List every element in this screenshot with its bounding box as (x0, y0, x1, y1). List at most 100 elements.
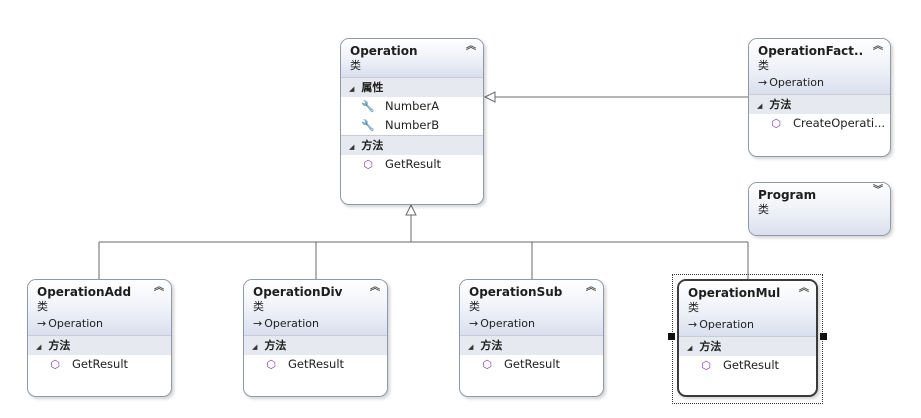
member-row[interactable]: ⬡ CreateOperati... (749, 114, 890, 133)
expand-triangle-icon[interactable]: ◢ (687, 344, 693, 352)
generalization-arrowhead (483, 91, 496, 103)
inherits-arrow-icon: → (688, 318, 698, 331)
member-name: GetResult (504, 357, 561, 371)
class-title: OperationMul (688, 286, 781, 300)
member-name: GetResult (288, 357, 345, 371)
base-class-name: Operation (480, 317, 535, 330)
base-class-name: Operation (264, 317, 319, 330)
method-cube-icon: ⬡ (363, 158, 373, 171)
collapse-chevron-icon[interactable]: ︽ (466, 41, 476, 52)
base-class-name: Operation (48, 317, 103, 330)
expand-triangle-icon[interactable]: ◢ (468, 343, 474, 351)
member-name: NumberA (385, 99, 440, 113)
collapse-chevron-icon[interactable]: ︽ (873, 41, 883, 52)
base-class-line: →Operation (469, 316, 595, 331)
class-title: OperationDiv (253, 285, 343, 299)
class-title: OperationFact... (758, 44, 864, 58)
class-title: Operation (350, 44, 418, 58)
collapse-chevron-icon[interactable]: ︽ (799, 283, 809, 294)
class-kind-label: 类 (469, 300, 480, 313)
collapse-chevron-icon[interactable]: ︽ (370, 282, 380, 293)
collapse-chevron-icon[interactable]: ︽ (154, 282, 164, 293)
expand-triangle-icon[interactable]: ◢ (36, 343, 42, 351)
class-title: OperationAdd (37, 285, 132, 299)
member-row[interactable]: 🔧 NumberB (341, 116, 483, 135)
method-cube-icon: ⬡ (266, 358, 276, 371)
compartment-label: 属性 (361, 81, 384, 94)
compartment-header[interactable]: ◢ 方法 (28, 335, 171, 355)
member-row[interactable]: ⬡ GetResult (679, 356, 816, 375)
class-header[interactable]: OperationFact...类 →Operation ︽ (749, 39, 890, 94)
member-row[interactable]: ⬡ GetResult (28, 355, 171, 374)
method-cube-icon: ⬡ (50, 358, 60, 371)
member-name: CreateOperati... (793, 116, 886, 130)
expand-triangle-icon[interactable]: ◢ (349, 85, 355, 93)
compartment-label: 方法 (361, 139, 384, 152)
compartment-header[interactable]: ◢ 方法 (679, 336, 816, 356)
wrench-icon: 🔧 (361, 119, 375, 132)
class-title: Program (758, 188, 817, 202)
member-name: GetResult (72, 357, 129, 371)
member-row[interactable]: ⬡ GetResult (244, 355, 387, 374)
member-name: GetResult (385, 157, 442, 171)
class-kind-label: 类 (253, 300, 264, 313)
method-cube-icon: ⬡ (482, 358, 492, 371)
base-class-line: →Operation (37, 316, 163, 331)
inherits-arrow-icon: → (469, 317, 479, 330)
compartment-header[interactable]: ◢ 方法 (749, 94, 890, 114)
base-class-line: →Operation (758, 75, 882, 90)
compartment-header[interactable]: ◢ 方法 (341, 135, 483, 155)
wrench-icon: 🔧 (361, 100, 375, 113)
base-class-name: Operation (699, 318, 754, 331)
compartment-label: 方法 (480, 339, 503, 352)
expand-chevron-icon[interactable]: ︾ (873, 185, 883, 196)
class-shape-operationfactory[interactable]: OperationFact...类 →Operation ︽ ◢ 方法 ⬡ CreateOp… (748, 38, 891, 157)
compartment-header[interactable]: ◢ 属性 (341, 77, 483, 97)
class-kind-label: 类 (758, 203, 769, 216)
class-kind-label: 类 (758, 59, 769, 72)
inherits-arrow-icon: → (253, 317, 263, 330)
expand-triangle-icon[interactable]: ◢ (757, 102, 763, 110)
compartment-label: 方法 (769, 98, 792, 111)
compartment-header[interactable]: ◢ 方法 (460, 335, 603, 355)
inherits-arrow-icon: → (37, 317, 47, 330)
inherits-arrow-icon: → (758, 76, 768, 89)
base-class-line: →Operation (688, 317, 808, 332)
class-title: OperationSub (469, 285, 563, 299)
compartment-label: 方法 (48, 339, 71, 352)
member-row[interactable]: 🔧 NumberA (341, 97, 483, 116)
method-cube-icon: ⬡ (771, 117, 781, 130)
compartment-label: 方法 (699, 340, 722, 353)
member-name: NumberB (385, 118, 440, 132)
member-row[interactable]: ⬡ GetResult (460, 355, 603, 374)
compartment-header[interactable]: ◢ 方法 (244, 335, 387, 355)
class-kind-label: 类 (688, 301, 699, 314)
method-cube-icon: ⬡ (701, 359, 711, 372)
expand-triangle-icon[interactable]: ◢ (349, 143, 355, 151)
member-row[interactable]: ⬡ GetResult (341, 155, 483, 174)
compartment-label: 方法 (264, 339, 287, 352)
base-class-line: →Operation (253, 316, 379, 331)
expand-triangle-icon[interactable]: ◢ (252, 343, 258, 351)
class-kind-label: 类 (37, 300, 48, 313)
base-class-name: Operation (769, 76, 824, 89)
member-name: GetResult (723, 358, 780, 372)
resize-handle[interactable] (820, 333, 827, 340)
resize-handle[interactable] (668, 333, 675, 340)
collapse-chevron-icon[interactable]: ︽ (586, 282, 596, 293)
generalization-arrowhead (405, 203, 417, 216)
class-kind-label: 类 (350, 59, 361, 72)
